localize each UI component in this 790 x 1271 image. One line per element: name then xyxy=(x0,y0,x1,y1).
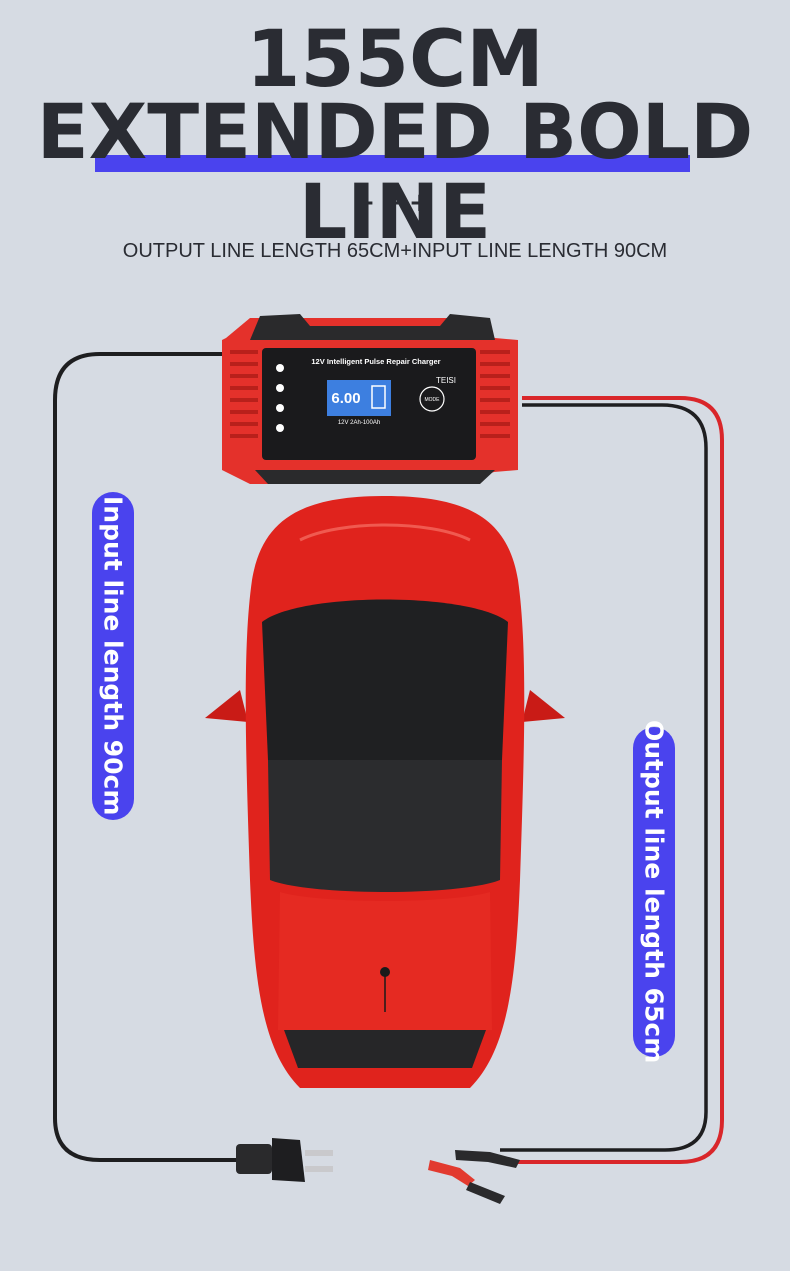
charger-title: 12V Intelligent Pulse Repair Charger xyxy=(311,357,440,366)
input-cable xyxy=(53,352,240,1162)
plus-marks: +++ xyxy=(353,188,437,218)
title-underline xyxy=(95,155,690,172)
charger-brand: TEISI xyxy=(436,376,456,385)
output-line-label: Output line length 65cm xyxy=(633,720,675,1064)
input-line-label: Input line length 90cm xyxy=(92,492,134,820)
charger-spec: 12V 2Ah-100Ah xyxy=(338,420,380,426)
output-cable-red xyxy=(505,396,724,1164)
title-line-1: 155CM xyxy=(246,15,544,105)
charger-device: 12V Intelligent Pulse Repair Charger 6.0… xyxy=(222,314,518,484)
power-plug-icon xyxy=(236,1138,333,1182)
battery-clip-icon xyxy=(428,1150,520,1204)
battery-icon xyxy=(371,385,386,409)
output-cable-black xyxy=(500,403,708,1152)
title-line-2: EXTENDED BOLD LINE xyxy=(36,87,754,256)
subtitle: OUTPUT LINE LENGTH 65CM+INPUT LINE LENGT… xyxy=(122,240,668,262)
car-top-view xyxy=(205,496,565,1088)
charger-display: 6.00 xyxy=(331,390,360,407)
mode-button xyxy=(419,386,445,412)
svg-text:MODE: MODE xyxy=(425,397,441,403)
